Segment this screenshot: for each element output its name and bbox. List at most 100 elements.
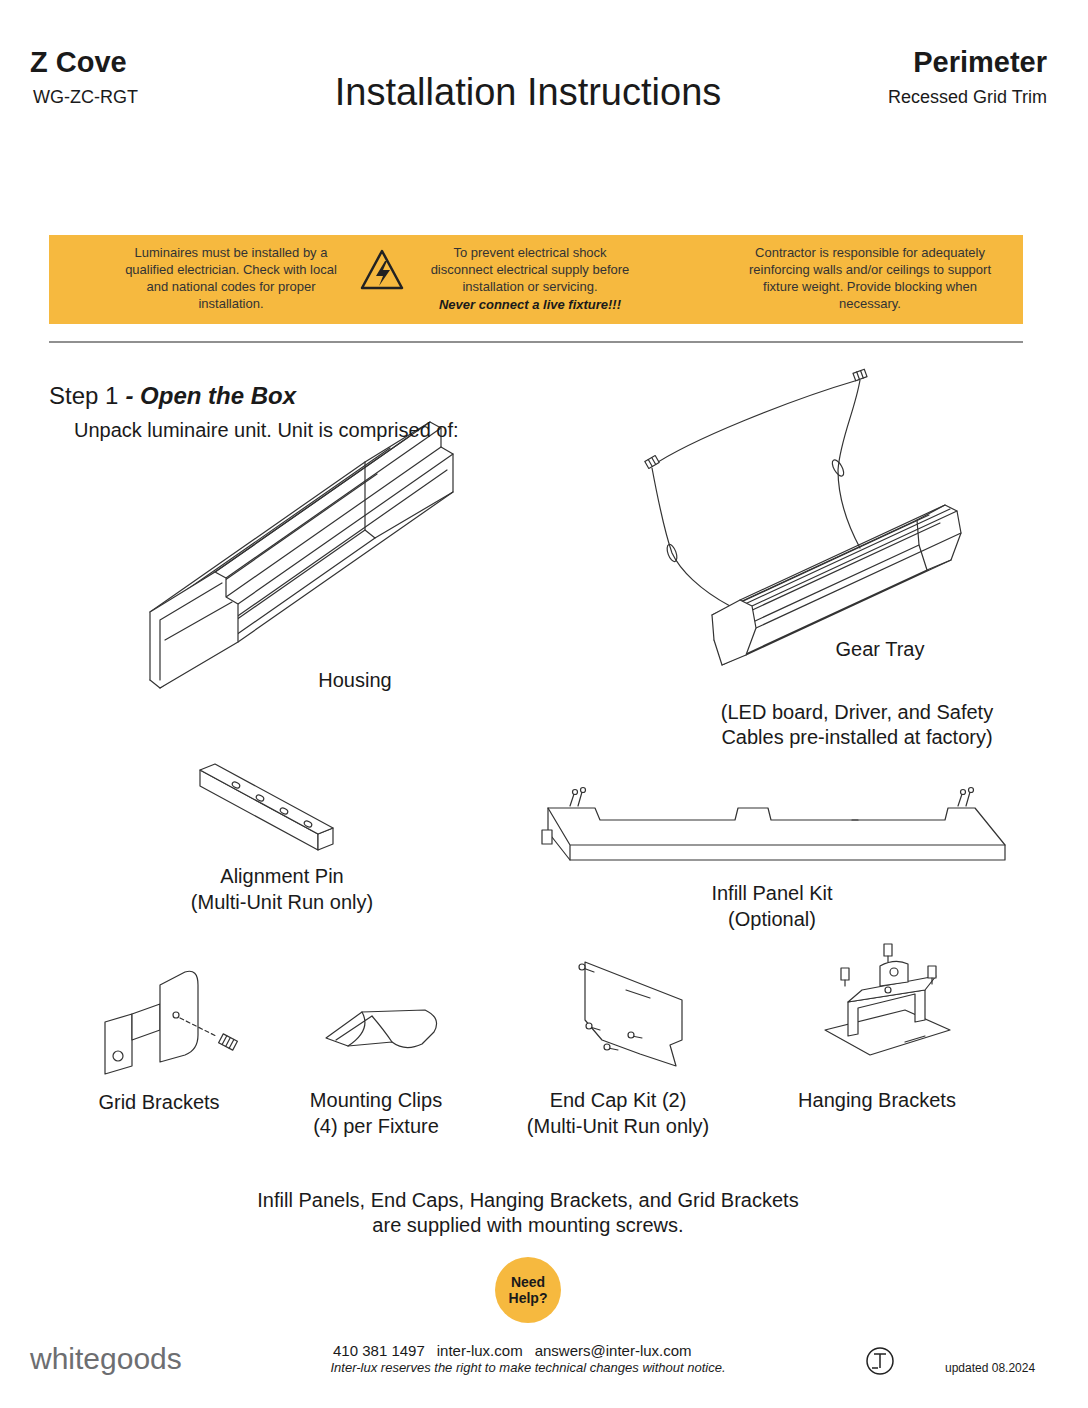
text-label: Hanging Brackets — [762, 1088, 992, 1113]
hanging-bracket-drawing — [880, 961, 908, 986]
hanging-bracket-drawing — [825, 1010, 950, 1055]
grid-bracket-drawing — [219, 1034, 238, 1050]
infill-panel-drawing — [961, 790, 966, 795]
gear-tray-drawing — [652, 458, 656, 465]
infill-panel-drawing — [573, 790, 578, 795]
page-title: Installation Instructions — [268, 68, 788, 116]
text-label: Recessed Grid Trim — [747, 86, 1047, 109]
grid-bracket-drawing — [180, 1018, 216, 1036]
hanging-bracket-drawing — [884, 944, 892, 956]
end-cap-drawing — [604, 1044, 610, 1050]
gear-tray-drawing — [853, 369, 867, 381]
text-label: (4) per Fixture — [271, 1114, 481, 1139]
alignment-pin-drawing — [279, 807, 288, 815]
housing-drawing — [150, 422, 453, 688]
node-text: To prevent electrical shock disconnect e… — [423, 244, 637, 295]
grid-bracket-drawing — [105, 971, 237, 1074]
gear-tray-drawing — [665, 543, 679, 563]
shock-warning-icon — [376, 261, 390, 286]
text-label: Perimeter — [787, 44, 1047, 80]
text-label: Infill Panels, End Caps, Hanging Bracket… — [248, 1188, 808, 1238]
infill-panel-drawing — [969, 788, 974, 793]
text-label: (LED board, Driver, and Safety Cables pr… — [697, 700, 1017, 750]
end-cap-drawing — [579, 964, 585, 970]
grid-bracket-drawing — [113, 1051, 123, 1061]
gear-tray-drawing — [861, 371, 864, 379]
text-label: Inter-lux reserves the right to make tec… — [258, 1360, 798, 1376]
hanging-bracket-drawing — [825, 944, 950, 1055]
gear-tray-drawing — [853, 369, 867, 381]
alignment-pin-drawing — [231, 781, 240, 789]
grid-bracket-drawing — [105, 1014, 132, 1074]
text-label: (Multi-Unit Run only) — [152, 890, 412, 915]
grid-bracket-drawing — [222, 1036, 234, 1049]
gear-tray-drawing — [652, 468, 730, 606]
mounting-clip-drawing — [336, 1012, 392, 1046]
hanging-bracket-drawing — [887, 956, 888, 962]
housing-drawing — [150, 572, 238, 688]
hanging-bracket-drawing — [890, 968, 898, 976]
infill-panel-drawing — [542, 830, 552, 844]
alignment-pin-drawing — [303, 820, 312, 828]
text-label: (Multi-Unit Run only) — [498, 1114, 738, 1139]
hanging-bracket-drawing — [841, 968, 849, 980]
text-label: whitegoods — [30, 1340, 182, 1378]
text-label: inter-lux.com — [437, 1341, 523, 1360]
text-label: (Optional) — [642, 907, 902, 932]
gear-tray-drawing — [645, 456, 659, 469]
etl-mark — [867, 1348, 893, 1374]
end-cap-drawing — [586, 1023, 592, 1029]
text-label: Housing — [245, 668, 465, 693]
warning-band: Luminaires must be installed by a qualif… — [49, 235, 1023, 324]
text-label: Gear Tray — [780, 637, 980, 662]
grid-bracket-drawing — [132, 1004, 160, 1040]
gear-tray-drawing — [830, 458, 846, 478]
node-text: Never connect a live fixture!!! — [415, 296, 645, 313]
gear-tray-drawing — [645, 456, 659, 469]
text-label: WG-ZC-RGT — [33, 86, 293, 109]
hanging-bracket-drawing — [905, 1036, 925, 1042]
end-cap-drawing — [585, 962, 682, 1066]
text-label: End Cap Kit (2) — [498, 1088, 738, 1113]
text-label: Mounting Clips — [271, 1088, 481, 1113]
node-text: Luminaires must be installed by a qualif… — [113, 244, 349, 312]
end-cap-drawing — [628, 1032, 634, 1038]
grid-bracket-drawing — [160, 971, 198, 1062]
text-label: Infill Panel Kit — [642, 881, 902, 906]
gear-tray-drawing — [724, 509, 950, 618]
infill-panel-drawing — [542, 788, 1005, 861]
text-label: updated 08.2024 — [945, 1361, 1035, 1376]
gear-tray-drawing — [645, 369, 961, 665]
hanging-bracket-drawing — [885, 987, 891, 993]
alignment-pin-drawing — [200, 764, 333, 850]
hanging-bracket-drawing — [844, 980, 845, 986]
grid-bracket-drawing — [173, 1012, 179, 1018]
grid-bracket-drawing — [219, 1034, 238, 1050]
end-cap-drawing — [579, 962, 682, 1066]
housing-drawing — [150, 422, 453, 688]
etl-mark — [872, 1354, 886, 1368]
housing-drawing — [160, 583, 232, 680]
text-label: answers@inter-lux.com — [535, 1341, 692, 1360]
gear-tray-drawing — [652, 380, 858, 466]
text-label: 410 381 1497 — [333, 1341, 425, 1360]
hanging-bracket-drawing — [931, 978, 932, 984]
node-text: Contractor is responsible for adequately… — [739, 244, 1001, 312]
mounting-clip-drawing — [326, 1010, 437, 1048]
text-label: Unpack luminaire unit. Unit is comprised… — [74, 418, 459, 443]
gear-tray-drawing — [838, 380, 860, 548]
text-label: - Open the Box — [125, 381, 296, 411]
gear-tray-drawing — [857, 372, 860, 380]
help-badge: Need Help? — [495, 1257, 561, 1323]
gear-tray-drawing — [648, 460, 652, 467]
mounting-clip-drawing — [326, 1010, 437, 1048]
node-text: Need Help? — [500, 1274, 556, 1306]
infill-panel-drawing — [581, 788, 586, 793]
divider-rule — [49, 341, 1023, 342]
hanging-bracket-drawing — [928, 966, 936, 978]
text-label: Grid Brackets — [54, 1090, 264, 1115]
etl-mark — [867, 1348, 893, 1374]
infill-panel-drawing — [570, 792, 970, 806]
text-label: Step 1 — [49, 381, 118, 411]
